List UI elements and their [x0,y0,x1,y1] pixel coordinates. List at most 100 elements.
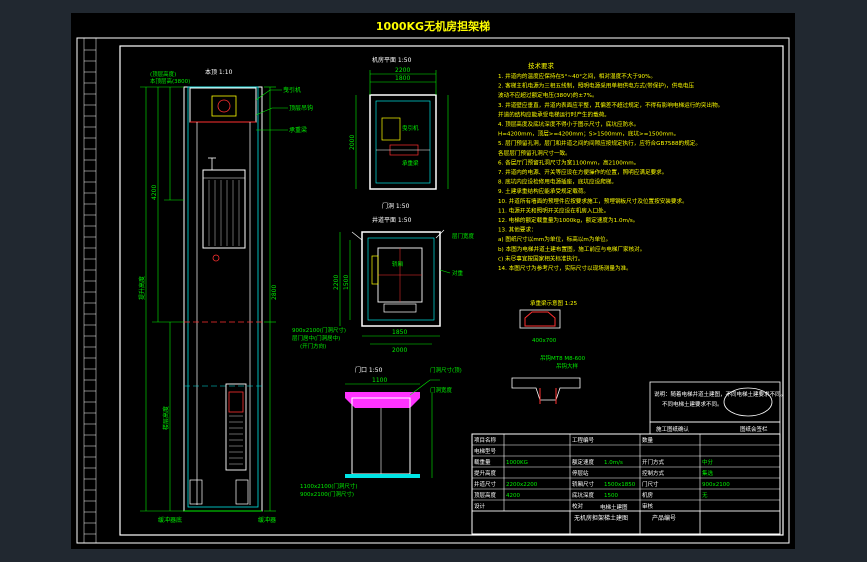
title-block-cell: 无 [702,492,708,499]
approval-right: 图纸会签栏 [740,425,768,433]
left-margin-grid [83,38,97,543]
tech-requirement-line: 12. 电梯的额定载重量为1000kg，额定速度为1.0m/s。 [498,216,638,224]
tech-requirement-line: 4. 顶层高度及底坑深度不得小于图示尺寸，底坑应防水。 [498,120,639,128]
label-hook: 顶层吊钩 [289,104,313,112]
beam-detail: 承重梁示意图 1:25 400x700 [519,299,578,344]
company-name: 电梯土建图 [600,503,628,511]
technical-requirements: 技术要求 1. 井道内的温度应保持在5°~40°之间，相对湿度不大于90%。2.… [498,61,723,272]
plan-top-dim-3: 2000 [349,135,356,150]
elevation-top-label: 本顶 1:10 [205,68,233,76]
tech-requirement-line: 5. 层门预留孔洞，层门和井道之间的间隙应按规定执行，应符合GB7588的规定。 [498,139,701,147]
tech-requirement-line: 8. 底坑内应设检修用电源插座，底坑应设爬梯。 [498,178,617,186]
title-block-cell: 1500 [604,493,618,499]
door-detail-dim: 1100 [372,377,387,384]
drawing-sheet [71,13,795,549]
drawing-title: 1000KG无机房担架梯 [376,19,490,33]
dim-top: 4200 [151,185,158,200]
tech-requirement-line: 10. 井道所有墙面的预埋件应按要求施工，预埋钢板尺寸及位置按安装要求。 [498,197,688,205]
elevation-bottom-right: 缓冲器 [258,516,276,524]
elevation-left-label-1: (顶层高度) [150,70,176,78]
title-block-cell: 停层站 [572,469,589,477]
approval-label: 施工图纸确认 [656,425,690,433]
title-note-1: 说明：随着电梯井道土建图，不同电梯土建要求不同。 [654,390,786,398]
hook-note: 吊钩大样 [556,362,579,370]
title-block-cell: 项目名称 [474,436,497,444]
tech-requirement-line: 各层层门预留孔洞尺寸一致。 [498,149,571,157]
elevation-bottom-left: 缓冲器底 [158,516,182,524]
tech-requirement-line: 9. 土建承重结构应能承受规定载荷。 [498,187,589,195]
title-block-cell: 1.0m/s [604,460,623,466]
label-machine: 曳引机 [283,86,301,94]
tech-requirement-line: 7. 井道内的电源、开关等应设在方便操作的位置，照明应满足要求。 [498,168,667,176]
door-label-2: 门洞宽度 [430,386,453,394]
plan-top-dim-2: 1800 [395,75,410,82]
tech-requirement-line: 并道的结构应能承受电梯运行时产生的载荷。 [498,110,610,118]
tech-requirement-line: 2. 客梯主机电源为三相五线制，照明电源采用单相供电方式(带保护)，供电电压 [498,82,694,90]
hook-detail: 吊钩MT8 M8-600 吊钩大样 [511,354,586,404]
elevation-left-label-2: 本顶层高(3800) [150,77,190,85]
title-block-cell: 校对 [572,502,584,510]
company-logo-ellipse [723,387,773,417]
title-block-cell: 井道尺寸 [474,480,497,488]
title-block-cell: 底坑深度 [572,491,595,499]
plan-mid-title: 井道平面 1:50 [372,216,412,224]
door-label-3: 1100x2100(门洞尺寸) [300,482,358,490]
outer-frame [76,37,790,544]
machine-room-plan: 机房平面 1:50 2200 1800 2000 曳引机 承重梁 门洞 1:50 [349,56,449,210]
door-detail: 门口 1:50 1100 门洞尺寸(顶) 门洞宽度 1100x2100(门洞尺寸… [300,366,462,498]
title-block-cell: 提升高度 [474,469,497,477]
title-block-cell: 设计 [474,502,486,510]
plan-mid-note-3: (开门方向) [300,342,326,350]
title-block-cell: 中分 [702,458,714,466]
dim-total: 提升高度 [138,276,146,300]
title-block-cell: 开门方式 [642,458,665,466]
tech-requirement-line: 1. 井道内的温度应保持在5°~40°之间，相对湿度不大于90%。 [498,72,656,80]
hoistway-plan: 井道平面 1:50 2200 1500 1850 2000 层门宽度 轿厢 对重… [292,216,475,354]
title-block-cell: 顶层高度 [474,491,497,499]
plan-top-label-beam: 承重梁 [402,159,419,167]
title-block-cell: 1500x1850 [604,482,636,488]
tech-requirement-line: 3. 井道壁应垂直，井道内表面应平整，其偏差不超过规定，不得有影响电梯运行的突出… [498,101,723,109]
title-note-2: 不同电梯土建要求不同。 [662,400,723,408]
title-block-cell: 轿厢尺寸 [572,480,595,488]
door-label-1: 门洞尺寸(顶) [430,366,462,374]
title-block-cell: 数量 [642,436,654,444]
plan-mid-dim-4: 2000 [392,347,407,354]
beam-label: 承重梁示意图 1:25 [530,299,578,307]
plan-top-label-machine: 曳引机 [402,124,419,132]
traction-machine-icon [211,95,237,117]
beam-note: 400x700 [532,338,557,344]
plan-mid-label-1: 层门宽度 [452,232,475,240]
tech-requirement-line: 11. 电源开关和照明开关应设在机房入口处。 [498,206,609,214]
title-block-cell: 1000KG [506,460,528,466]
product-no-label: 产品编号 [652,514,676,522]
title-block-cell: 载重量 [474,458,491,466]
plan-mid-label-3: 对重 [452,269,464,277]
title-block-cell: 电梯型号 [474,447,497,455]
title-block-cell: 集选 [702,469,714,477]
title-block-cell: 机房 [642,491,654,499]
tech-requirement-line: H=4200mm，顶层>=4200mm；S>1500mm，底坑>=1500mm。 [498,130,679,138]
plan-top-bottom: 门洞 1:50 [382,202,410,210]
title-block-cell: 门尺寸 [642,480,659,488]
plan-mid-note-1: 900x2100(门洞尺寸) [292,326,346,334]
plan-mid-note-2: 层门居中(门洞居中) [292,334,340,342]
elevator-car [202,169,246,249]
shaft-elevation: 曳引机 顶层吊钩 承重梁 本顶 1:10 (顶层高度) 本顶层高(3800) 提… [138,68,313,524]
tech-requirement-line: 波动不应超过额定电压(380V)的±7%。 [498,91,598,99]
hook-label: 吊钩MT8 M8-600 [540,354,586,362]
dim-mid: 2800 [271,285,278,300]
drawing-name: 无机房担架梯土建图 [574,514,628,522]
tech-requirement-line: b) 本图为电梯井道土建布置图，施工前应与电梯厂家核对。 [498,245,645,253]
plan-mid-dim-1: 2200 [333,275,340,290]
title-block-cell: 2200x2200 [506,482,538,488]
plan-mid-dim-3: 1850 [392,329,407,336]
door-detail-title: 门口 1:50 [355,366,383,374]
title-block-cell: 额定速度 [572,458,595,466]
title-block: 说明：随着电梯井道土建图，不同电梯土建要求不同。 不同电梯土建要求不同。 施工图… [471,381,786,535]
plan-top-dim-1: 2200 [395,67,410,74]
label-beam: 承重梁 [289,126,307,134]
tech-requirement-line: a) 图纸尺寸以mm为单位，标高以m为单位。 [498,235,611,243]
title-block-cell: 工程编号 [572,436,595,444]
